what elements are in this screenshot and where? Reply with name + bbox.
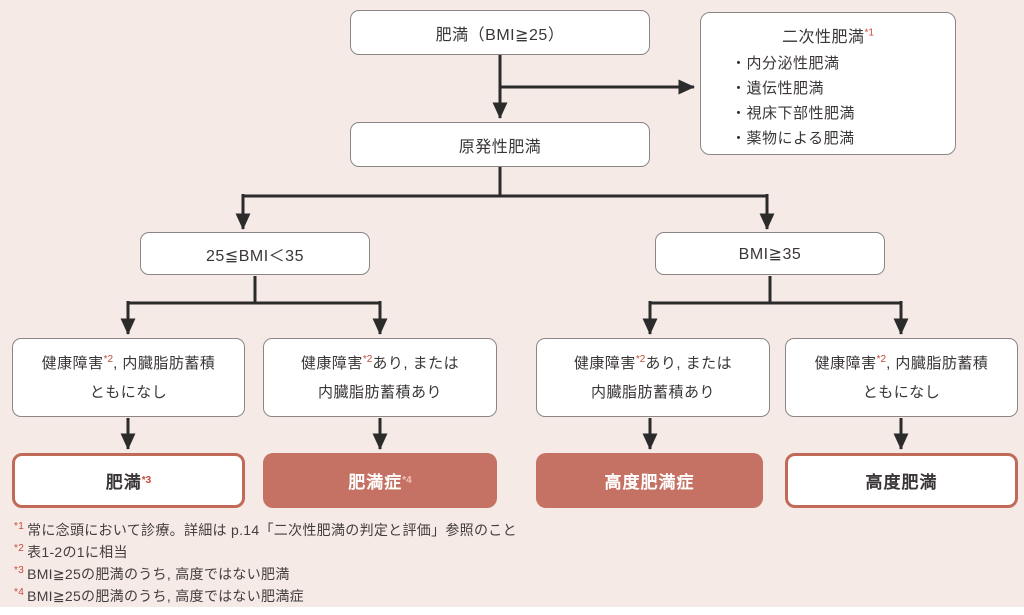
node-bmi-35: BMI≧35: [655, 232, 885, 275]
node-obesity-bmi25: 肥満（BMI≧25）: [350, 10, 650, 55]
footnote-1-marker: *1: [14, 521, 25, 533]
node-condition-none-right: 健康障害*2, 内臓脂肪蓄積 ともになし: [785, 338, 1018, 417]
node-secondary-obesity: 二次性肥満*1 内分泌性肥満 遺伝性肥満 視床下部性肥満 薬物による肥満: [700, 12, 956, 155]
node-condition-none-left: 健康障害*2, 内臓脂肪蓄積 ともになし: [12, 338, 245, 417]
node-bmi-25-35: 25≦BMI＜35: [140, 232, 370, 275]
result-severe-obesity: 高度肥満: [785, 453, 1018, 508]
footnote-ref-2: *2: [103, 353, 114, 365]
list-item: 遺伝性肥満: [731, 76, 955, 101]
node-primary-obesity-label: 原発性肥満: [458, 138, 542, 156]
result-severe-obesity-disease: 高度肥満症: [536, 453, 763, 508]
list-item: 内分泌性肥満: [731, 51, 955, 76]
bottom-white-strip: [0, 607, 1024, 615]
list-item: 薬物による肥満: [731, 126, 955, 151]
footnote-4-marker: *4: [14, 587, 25, 599]
node-condition-present-left: 健康障害*2あり, または 内臓脂肪蓄積あり: [263, 338, 497, 417]
list-item: 視床下部性肥満: [731, 101, 955, 126]
result-obesity: 肥満*3: [12, 453, 245, 508]
footnote-ref-1: *1: [864, 27, 874, 39]
secondary-obesity-list: 内分泌性肥満 遺伝性肥満 視床下部性肥満 薬物による肥満: [701, 51, 955, 151]
node-obesity-bmi25-label: 肥満（BMI≧25）: [435, 26, 565, 44]
node-primary-obesity: 原発性肥満: [350, 122, 650, 167]
node-bmi-25-35-label: 25≦BMI＜35: [206, 247, 304, 265]
footnote-ref-2: *2: [362, 353, 373, 365]
node-bmi-35-label: BMI≧35: [738, 245, 802, 263]
secondary-obesity-title: 二次性肥満*1: [782, 27, 874, 46]
footnote-2-marker: *2: [14, 543, 25, 555]
footnote-3-marker: *3: [14, 565, 25, 577]
result-obesity-disease: 肥満症*4: [263, 453, 497, 508]
node-condition-present-right: 健康障害*2あり, または 内臓脂肪蓄積あり: [536, 338, 770, 417]
footnote-ref-2: *2: [876, 353, 887, 365]
footnote-ref-2: *2: [635, 353, 646, 365]
